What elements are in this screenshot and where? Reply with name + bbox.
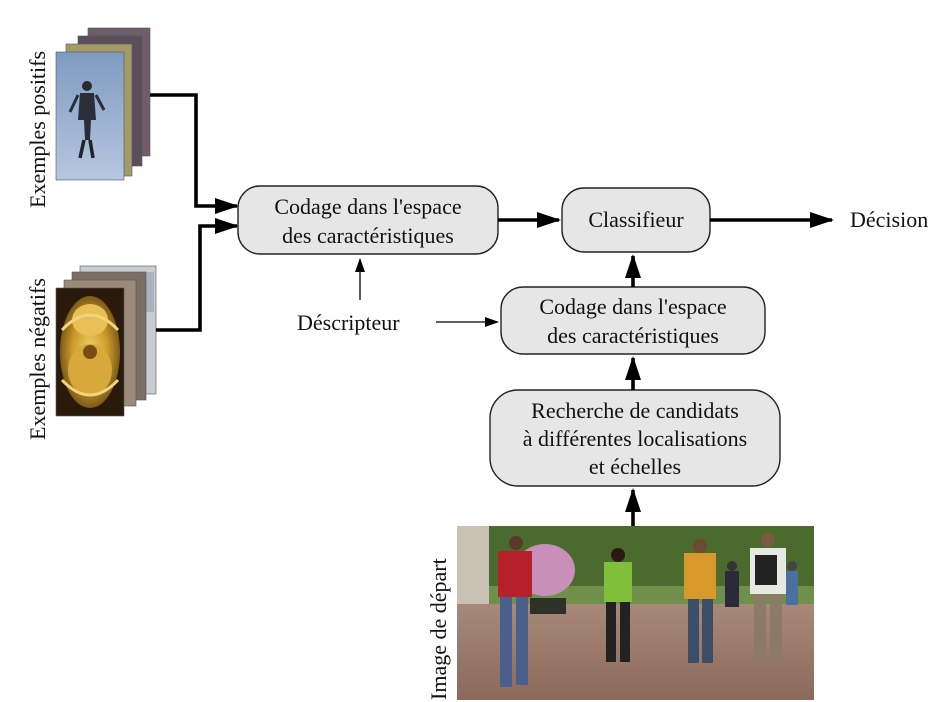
candidate-search-line-3: et échelles	[589, 454, 681, 479]
golden-ornament-icon	[60, 296, 120, 408]
candidate-search-box	[489, 389, 781, 487]
start-image-label: Image de départ	[426, 558, 451, 700]
classifier-label: Classifieur	[588, 207, 684, 232]
encode-candidates-line-1: Codage dans l'espace	[539, 294, 726, 319]
negative-examples-stack	[55, 265, 157, 417]
negative-to-encode-arrow	[156, 218, 239, 332]
decision-label: Décision	[850, 207, 928, 232]
descriptor-label: Déscripteur	[297, 310, 400, 335]
positive-examples-label: Exemples positifs	[25, 51, 50, 208]
pedestrians-group	[498, 533, 798, 687]
candidate-search-line-1: Recherche de candidats	[531, 398, 739, 423]
start-image-photo	[457, 526, 814, 700]
encode-training-line-1: Codage dans l'espace	[274, 194, 461, 219]
negative-examples-label: Exemples négatifs	[25, 278, 50, 440]
candidate-search-node: Recherche de candidats à différentes loc…	[489, 389, 781, 487]
encode-candidates-line-2: des caractéristiques	[547, 323, 719, 348]
scene-bench	[530, 598, 566, 614]
encode-candidates-node: Codage dans l'espace des caractéristique…	[500, 286, 766, 355]
candidate-search-line-2: à différentes localisations	[523, 426, 747, 451]
skier-figure-icon	[68, 81, 106, 159]
encode-training-line-2: des caractéristiques	[282, 223, 454, 248]
classifier-node: Classifieur	[561, 187, 711, 253]
positive-examples-stack	[55, 27, 151, 181]
positive-to-encode-arrow	[150, 93, 239, 214]
encode-training-node: Codage dans l'espace des caractéristique…	[237, 185, 499, 255]
